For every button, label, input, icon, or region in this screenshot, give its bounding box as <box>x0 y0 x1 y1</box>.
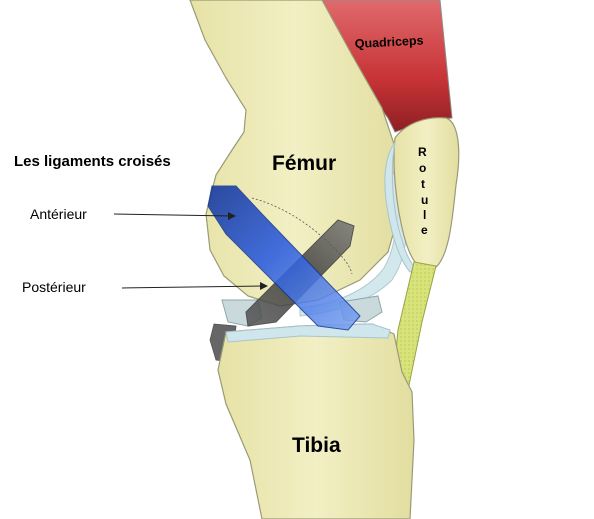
anterior-callout-arrow <box>228 212 236 220</box>
patella-label: R o t u l e <box>418 145 428 237</box>
posterior-callout-arrow <box>260 282 268 290</box>
anterior-callout-line <box>113 213 233 217</box>
patella-letter: R <box>418 145 427 159</box>
anterior-label: Antérieur <box>30 206 87 222</box>
patella-letter: l <box>423 208 426 222</box>
posterior-callout-line <box>121 285 265 289</box>
patella-letter: u <box>421 193 428 207</box>
patella-bone <box>393 117 460 271</box>
quadriceps-label: Quadriceps <box>354 33 423 51</box>
tibia-bone <box>217 323 415 519</box>
patella-letter: o <box>419 161 426 175</box>
tibia-label: Tibia <box>292 434 341 457</box>
patella-letter: t <box>421 177 425 191</box>
diagram-title: Les ligaments croisés <box>14 153 171 170</box>
femur-label: Fémur <box>272 152 336 175</box>
posterior-label: Postérieur <box>22 279 86 295</box>
intercondylar-line <box>251 197 353 275</box>
patella-letter: e <box>421 223 428 237</box>
